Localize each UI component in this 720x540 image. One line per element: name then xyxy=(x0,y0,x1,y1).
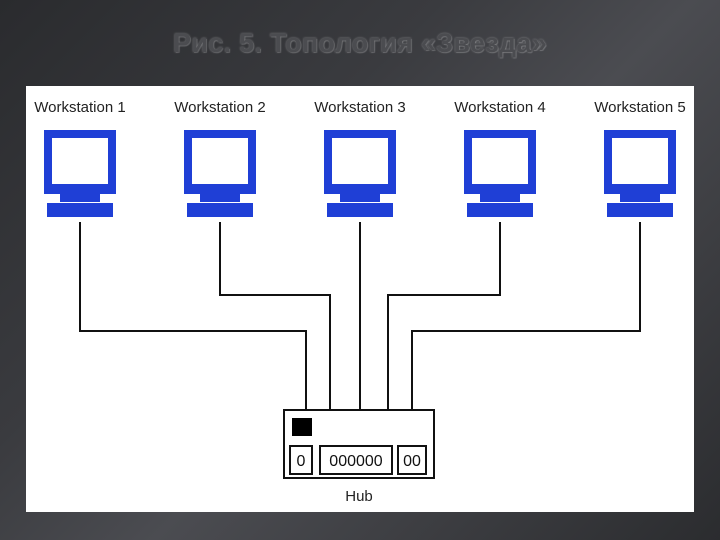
workstation-label: Workstation 4 xyxy=(454,99,545,116)
workstation-label: Workstation 2 xyxy=(174,99,265,116)
monitor-icon xyxy=(604,130,676,217)
hub-port-middle xyxy=(319,445,393,475)
hub-port-middle-text: 000000 xyxy=(329,453,382,470)
monitor-icon xyxy=(44,130,116,217)
hub-port-right xyxy=(397,445,427,475)
workstation-label: Workstation 3 xyxy=(314,99,405,116)
slide-title: Рис. 5. Топология «Звезда» xyxy=(172,28,548,58)
link-workstation-1 xyxy=(79,222,307,410)
monitor-icon xyxy=(464,130,536,217)
workstation-4: Workstation 4 xyxy=(454,99,546,217)
link-workstation-4 xyxy=(387,222,501,410)
workstation-label: Workstation 1 xyxy=(34,99,125,116)
workstation-3: Workstation 3 xyxy=(314,99,406,217)
connection-lines xyxy=(79,222,641,410)
hub-power-indicator xyxy=(292,418,312,436)
hub: 0 000000 00 Hub xyxy=(283,409,435,505)
workstation-label: Workstation 5 xyxy=(594,99,685,116)
monitor-icon xyxy=(324,130,396,217)
workstation-1: Workstation 1 xyxy=(34,99,126,217)
link-workstation-2 xyxy=(219,222,331,410)
monitor-icon xyxy=(184,130,256,217)
workstation-5: Workstation 5 xyxy=(594,99,686,217)
workstation-2: Workstation 2 xyxy=(174,99,266,217)
star-topology-diagram: Workstation 1 Workstation 2 Workstation … xyxy=(26,86,694,512)
hub-port-left-text: 0 xyxy=(297,453,306,470)
hub-label: Hub xyxy=(345,488,373,505)
diagram-canvas: Workstation 1 Workstation 2 Workstation … xyxy=(34,99,686,505)
link-workstation-5 xyxy=(411,222,641,410)
hub-port-left xyxy=(289,445,313,475)
hub-port-right-text: 00 xyxy=(403,453,421,470)
